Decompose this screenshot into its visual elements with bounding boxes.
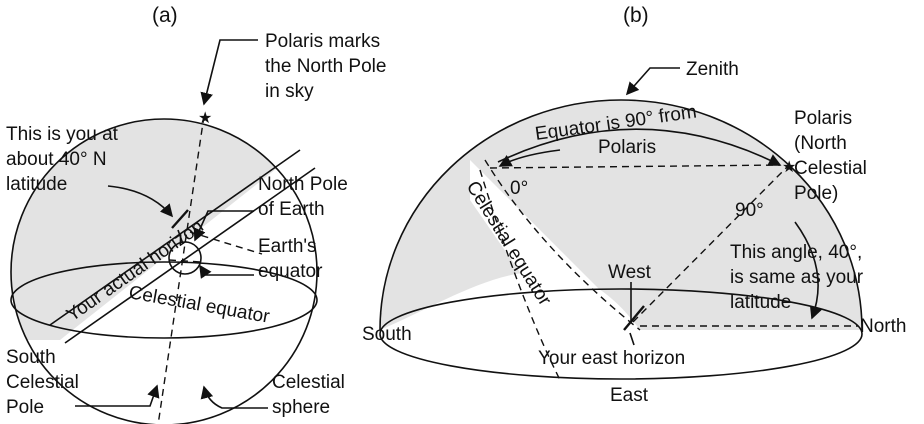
celestial-sphere-label: Celestial sphere: [272, 372, 350, 418]
latitude-angle-label: This angle, 40°, is same as your latitud…: [730, 242, 868, 313]
polaris-leader: [200, 39, 258, 106]
panel-b-label: (b): [623, 4, 649, 27]
south-label: South: [362, 324, 412, 345]
zenith-leader: [625, 67, 680, 96]
zenith-label: Zenith: [686, 59, 739, 80]
horizon-line-lower: [64, 167, 316, 344]
east-horizon-label: Your east horizon: [538, 348, 685, 369]
polaris-star-icon-b: ★: [782, 157, 796, 176]
celestial-equator-label-a: Celestial equator: [127, 282, 272, 328]
west-label: West: [608, 262, 652, 283]
equator-polaris-arc: [497, 128, 782, 166]
sky-above-horizon-shading: [11, 119, 317, 340]
polaris-north-celestial-label: Polaris (North Celestial Pole): [794, 108, 872, 204]
polaris-star-icon: ★: [198, 108, 212, 127]
latitude-angle-arc: [794, 221, 822, 320]
zenith-arc-line: [489, 164, 781, 169]
south-celestial-pole-label: South Celestial Pole: [6, 347, 84, 418]
celestial-equator-ellipse: [10, 261, 318, 339]
equator-band-cutout: [470, 160, 640, 330]
celestial-equator-arc: [484, 159, 641, 331]
celestial-sphere-outline: [10, 118, 318, 424]
north-label: North: [860, 316, 906, 337]
dome-outline: [379, 99, 863, 331]
earth-circle: [168, 241, 202, 275]
north-pole-leader: [193, 210, 254, 242]
earth-equator-line: [168, 259, 202, 263]
you-at-label: This is you at about 40° N latitude: [6, 124, 123, 195]
earths-equator-label: Earth's equator: [258, 236, 323, 282]
south-pole-leader: [75, 384, 160, 407]
polaris-marks-label: Polaris marks the North Pole in sky: [265, 31, 392, 102]
celestial-sphere-leader: [200, 385, 268, 409]
polar-axis: [157, 115, 205, 424]
horizon-ellipse: [379, 288, 863, 380]
polaris-from-label: Polaris: [598, 137, 656, 158]
east-label: East: [610, 385, 649, 406]
ninety-degree-label: 90°: [735, 200, 764, 221]
zero-arrow-arc: [498, 149, 561, 167]
observer-icon: [171, 209, 189, 245]
horizon-line-upper: [49, 149, 301, 326]
panel-a-label: (a): [152, 4, 178, 27]
north-pole-label: North Pole of Earth: [258, 174, 353, 220]
you-leader: [107, 185, 174, 218]
zero-degree-label: 0°: [510, 178, 528, 199]
panel-b: (b) ★ Zenith: [362, 4, 906, 406]
observer-icon-b: [623, 305, 645, 346]
panel-a: (a) ★ Polaris marks: [6, 4, 392, 424]
earths-equator-leader: [199, 264, 254, 279]
polar-axis-b: [632, 163, 791, 323]
celestial-equator-arc-2: [479, 169, 561, 381]
